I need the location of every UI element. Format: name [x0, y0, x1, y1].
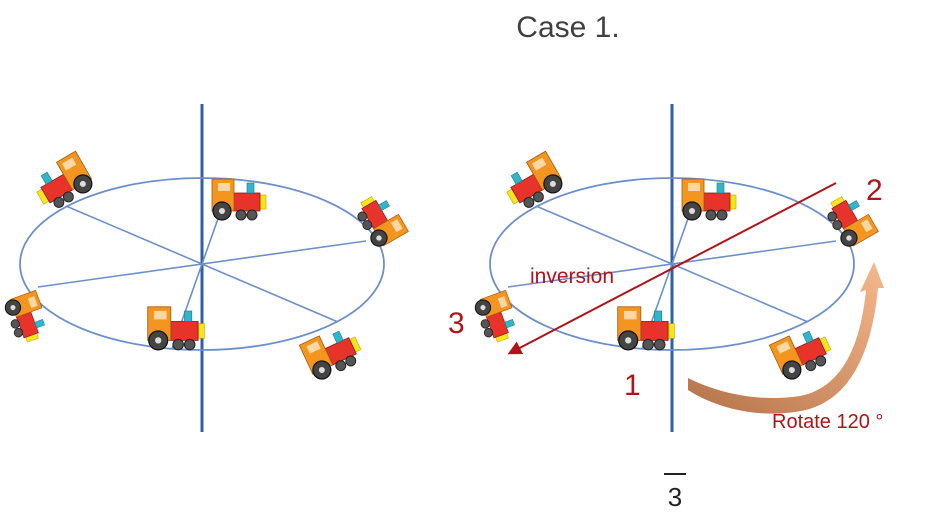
- toy-train-icon: [681, 178, 737, 221]
- toy-train-icon: [28, 150, 97, 215]
- toy-train-icon: [2, 289, 52, 346]
- toy-train-icon: [617, 306, 676, 351]
- point-label-2: 2: [866, 174, 883, 207]
- toy-train-icon: [298, 321, 367, 383]
- point-label-3: 3: [448, 307, 465, 340]
- toy-train-icon: [768, 321, 837, 383]
- orbit-ellipse: [489, 177, 855, 351]
- rotate-label: Rotate 120 °: [772, 411, 883, 433]
- inversion-arrow-icon: [507, 182, 837, 355]
- inversion-label: inversion: [530, 265, 614, 288]
- toy-train-icon: [498, 150, 567, 215]
- toy-train-icon: [472, 289, 522, 346]
- rotation-arrow-icon: [688, 262, 884, 414]
- right-diagram: inversion 1 2 3 Rotate 120 °: [448, 104, 884, 433]
- rotoinversion-symbol: 3: [668, 482, 682, 512]
- toy-train-icon: [351, 188, 409, 251]
- toy-train-icon: [211, 178, 267, 221]
- toy-train-icon: [147, 306, 206, 351]
- page-title: Case 1.: [516, 11, 619, 44]
- orbit-ellipse: [19, 177, 385, 351]
- point-label-1: 1: [624, 369, 641, 402]
- left-diagram: [2, 104, 409, 432]
